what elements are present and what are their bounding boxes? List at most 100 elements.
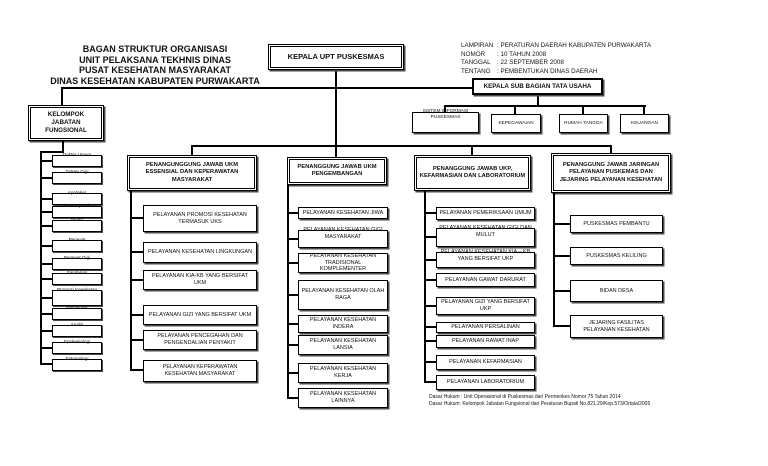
connector-line (40, 347, 52, 349)
title-line: PUSAT KESEHATAN MASYARAKAT (78, 65, 231, 75)
node-label: PELAYANAN GIZI YANG BERSIFAT UKM (148, 311, 252, 318)
node-label: PELAYANAN KESEHATAN KERJA (309, 366, 377, 379)
node-label: PELAYANAN KESEHATAN KIA – KB YANG BERSIF… (440, 249, 531, 262)
node-label: PELAYANAN KEFARMASIAN (449, 359, 522, 366)
node-fungsional-item: Bidan (52, 217, 102, 232)
node-label: PENANGGUNG JAWAB UKM PENGEMBANGAN (297, 163, 377, 177)
node-label: PUSKESMAS KELILING (586, 252, 647, 259)
connector-line (471, 145, 473, 155)
connector-line (582, 105, 584, 114)
node-label: SISTEM INFORMASI PUSKESMAS (422, 109, 469, 120)
lampiran-row: NOMOR: 10 TAHUN 2008 (461, 51, 651, 60)
node-service: PUSKESMAS PEMBANTU (570, 215, 663, 233)
lampiran-label: TENTANG (461, 67, 491, 75)
node-label: KEPALA UPT PUSKESMAS (287, 52, 385, 62)
node-service: PELAYANAN KESEHATAN GIGI DAN MULUT (436, 225, 535, 247)
node-header-jaringan-pelayanan: PENANGGUNG JAWAB JARINGAN PELAYANAN PUSK… (551, 153, 671, 193)
node-label: Apoteker (67, 190, 87, 195)
node-label: KELOMPOK JABATAN FUNGSIONAL (45, 111, 87, 134)
node-service: PELAYANAN KESEHATAN JIWA (298, 207, 388, 219)
connector-line (553, 290, 570, 292)
node-label: Perawat (68, 237, 86, 242)
connector-line (610, 145, 612, 153)
node-fungsional-item: Apoteker (52, 190, 102, 205)
node-label: PENANGGUNG JAWAB JARINGAN PELAYANAN PUSK… (559, 162, 663, 183)
footnote-line: Dasar Hukum : Unit Operasional di Puskes… (429, 394, 621, 400)
node-label: PUSKESMAS PEMBANTU (583, 220, 650, 227)
node-fungsional-item: Asisten Apoteker (52, 203, 102, 218)
connector-line (40, 225, 52, 227)
node-fungsional-item: Nutrisionis (52, 305, 102, 320)
node-service: PELAYANAN GIZI YANG BERSIFAT UKP (436, 297, 535, 315)
node-label: PELAYANAN KESEHATAN LANSIA (309, 338, 377, 351)
node-service: JEJARING FASILITAS PELAYANAN KESEHATAN (570, 315, 663, 338)
lampiran-label: TANGGAL (461, 59, 491, 67)
connector-line (424, 279, 436, 281)
node-label: Sanitarian (66, 270, 88, 275)
connector-line (130, 251, 143, 253)
node-label: Nutrisionis (66, 305, 88, 310)
node-service: PELAYANAN KESEHATAN LANSIA (298, 335, 388, 355)
node-service: PELAYANAN KESEHATAN KERJA (298, 363, 388, 383)
node-label: PENANGGUNG JAWAB UKP, KEFARMASIAN DAN LA… (419, 165, 526, 179)
connector-line (643, 105, 645, 114)
node-label: Entomologi (65, 356, 89, 361)
node-service: PELAYANAN KESEHATAN GIGI MASYARAKAT (298, 227, 388, 248)
connector-line (424, 212, 436, 214)
connector-line (130, 369, 143, 371)
connector-line (424, 340, 436, 342)
connector-line (130, 314, 143, 316)
node-header-ukm-essensial: PENANGUNGGUNG JAWAB UKM ESSENSIAL DAN KE… (127, 155, 257, 191)
node-label: JEJARING FASILITAS PELAYANAN KESEHATAN (583, 319, 650, 333)
connector-line (61, 87, 472, 89)
node-service: PELAYANAN KESEHATAN LAINNYA (298, 388, 388, 408)
connector-line (287, 238, 298, 240)
node-label: KEPALA SUB BAGIAN TATA USAHA (483, 82, 592, 90)
node-label: PELAYANAN PEMERIKSAAN UMUM (439, 210, 532, 217)
connector-line (514, 105, 516, 114)
node-label: PELAYANAN PROMOSI KESEHATAN TERMASUK UKS (153, 211, 247, 225)
connector-line (40, 245, 52, 247)
connector-line (424, 259, 436, 261)
connector-line (130, 191, 132, 371)
connector-line (537, 95, 539, 106)
connector-line (424, 305, 436, 307)
node-service: PELAYANAN KESEHATAN TRADISIONAL KOMPLEME… (298, 253, 388, 273)
connector-line (553, 325, 570, 327)
node-service: PELAYANAN RAWAT INAP (436, 335, 535, 348)
node-fungsional-item: Epidemiologi (52, 339, 102, 354)
connector-line (40, 313, 52, 315)
connector-line (40, 363, 52, 365)
node-fungsional-item: Promosi Kesehatan (52, 287, 102, 306)
connector-line (40, 177, 52, 179)
node-label: Dokter Gigi (65, 169, 89, 174)
node-header-ukp-kefarmasian: PENANGGUNG JAWAB UKP, KEFARMASIAN DAN LA… (414, 155, 531, 191)
node-label: PELAYANAN KESEHATAN TRADISIONAL KOMPLEME… (309, 252, 377, 273)
node-service: PELAYANAN KEFARMASIAN (436, 355, 535, 370)
lampiran-value: : 22 SEPTEMBER 2008 (497, 59, 564, 67)
regulation-reference: LAMPIRAN: PERATURAN DAERAH KABUPATEN PUR… (461, 42, 651, 76)
connector-line (40, 151, 64, 153)
node-service: PELAYANAN KESEHATAN OLAH RAGA (298, 280, 388, 310)
node-label: PELAYANAN KESEHATAN LAINNYA (309, 391, 377, 404)
lampiran-label: LAMPIRAN (461, 42, 494, 49)
node-label: Asisten Apoteker (59, 203, 95, 208)
connector-line (287, 185, 289, 398)
node-service: PELAYANAN KESEHATAN LINGKUNGAN (143, 242, 257, 263)
node-fungsional-item: Dokter Umum (52, 152, 102, 167)
lampiran-row: TANGGAL : 22 SEPTEMBER 2008 (461, 59, 651, 68)
connector-line (40, 330, 52, 332)
connector-line (40, 160, 52, 162)
node-service: PELAYANAN PERSALINAN (436, 322, 535, 333)
node-label: PELAYANAN GIZI YANG BERSIFAT UKP (441, 299, 530, 312)
connector-line (287, 397, 298, 399)
node-service: PELAYANAN KESEHATAN INDERA (298, 315, 388, 333)
node-label: BIDAN DESA (599, 287, 634, 294)
connector-line (424, 326, 436, 328)
node-label: PELAYANAN LABORATORIUM (446, 379, 525, 386)
node-label: PELAYANAN KESEHATAN OLAH RAGA (301, 288, 385, 301)
node-label: Perawat Gigi (63, 255, 91, 260)
node-fungsional-item: Perawat Gigi (52, 255, 102, 270)
title-line: UNIT PELAKSANA TEKHNIS DINAS (79, 54, 231, 65)
